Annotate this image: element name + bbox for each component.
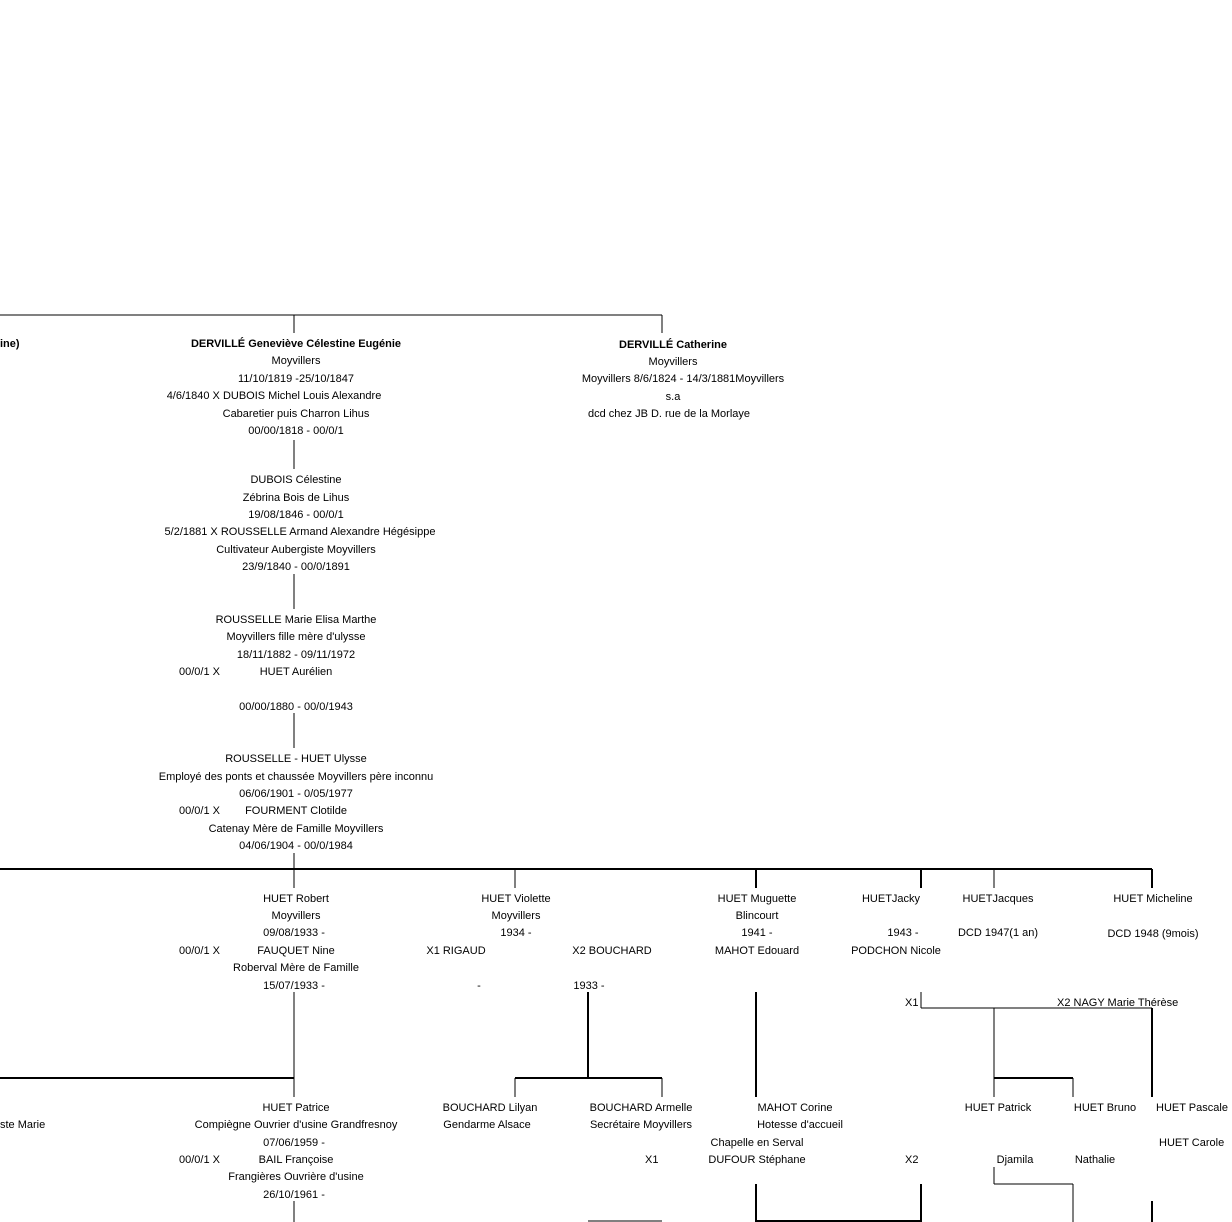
second-marriage: X2 NAGY Marie Thérèse bbox=[1057, 997, 1179, 1009]
spouse-name: DUFOUR Stéphane bbox=[708, 1154, 806, 1166]
person-name: HUET Pascale bbox=[1156, 1102, 1228, 1114]
person-note: DCD 1948 (9mois) bbox=[1107, 928, 1199, 940]
person-job: Secrétaire Moyvillers bbox=[589, 1119, 693, 1131]
first-marriage: X1 RIGAUD bbox=[426, 945, 486, 957]
spouse-job: Roberval Mère de Famille bbox=[233, 962, 359, 974]
person-dates: Moyvillers 8/6/1824 - 14/3/1881Moyviller… bbox=[581, 373, 785, 385]
person-name: HUET Patrice bbox=[262, 1102, 330, 1114]
spouse-job: Frangières Ouvrière d'usine bbox=[228, 1171, 364, 1183]
spouse-name: Djamila bbox=[996, 1154, 1034, 1166]
person-name: ROUSSELLE Marie Elisa Marthe bbox=[215, 614, 377, 626]
person-name: DERVILLÉ Catherine bbox=[619, 339, 727, 351]
person-place: Moyvillers bbox=[271, 355, 321, 367]
person-dates: 19/08/1846 - 00/0/1 bbox=[248, 509, 344, 521]
person-dates: 18/11/1882 - 09/11/1972 bbox=[236, 649, 356, 661]
person-dates: 1934 - bbox=[500, 927, 532, 939]
person-dates: 11/10/1819 -25/10/1847 bbox=[237, 373, 355, 385]
person-name: HUET Bruno bbox=[1073, 1102, 1137, 1114]
person-job: Compiègne Ouvrier d'usine Grandfresnoy bbox=[194, 1119, 398, 1131]
person-dates: 09/08/1933 - bbox=[263, 927, 325, 939]
first-spouse-dates: - bbox=[477, 980, 481, 992]
spouse-job: Cultivateur Aubergiste Moyvillers bbox=[216, 544, 376, 556]
person-name: BOUCHARD Lilyan bbox=[442, 1102, 538, 1114]
spouse-name: MAHOT Edouard bbox=[714, 945, 800, 957]
spouse-name: BAIL Françoise bbox=[258, 1154, 334, 1166]
person-name: DERVILLÉ Geneviève Célestine Eugénie bbox=[190, 338, 402, 350]
person-name: HUET Violette bbox=[481, 893, 551, 905]
person-name: ROUSSELLE - HUET Ulysse bbox=[225, 753, 367, 765]
spouse-name: FAUQUET Nine bbox=[257, 945, 335, 957]
person-name: HUET Patrick bbox=[964, 1102, 1032, 1114]
spouse-dates: 04/06/1904 - 00/0/1984 bbox=[239, 840, 353, 852]
person-name: MAHOT Corine bbox=[757, 1102, 833, 1114]
person-place: Moyvillers bbox=[648, 356, 698, 368]
person-place: Chapelle en Serval bbox=[710, 1137, 804, 1149]
marriage-line: 4/6/1840 X DUBOIS Michel Louis Alexandre bbox=[166, 390, 382, 402]
person-name: HUET Robert bbox=[263, 893, 329, 905]
person-note: dcd chez JB D. rue de la Morlaye bbox=[587, 408, 751, 420]
person-place: Moyvillers fille mère d'ulysse bbox=[226, 631, 366, 643]
second-marriage: X2 BOUCHARD bbox=[572, 945, 652, 957]
person-job: Employé des ponts et chaussée Moyvillers… bbox=[158, 771, 434, 783]
person-name: HUET Micheline bbox=[1113, 893, 1193, 905]
spouse-name: FOURMENT Clotilde bbox=[245, 805, 347, 817]
marriage-date: 00/0/1 X bbox=[179, 1154, 220, 1166]
spouse-job: Catenay Mère de Famille Moyvillers bbox=[208, 823, 384, 835]
spouse-name: HUET Aurélien bbox=[259, 666, 333, 678]
person-name: HUETJacky bbox=[861, 893, 921, 905]
person-dates: 06/06/1901 - 0/05/1977 bbox=[239, 788, 353, 800]
person-dates: 1941 - bbox=[741, 927, 773, 939]
spouse-job: Cabaretier puis Charron Lihus bbox=[222, 408, 370, 420]
marriage-date: 00/0/1 X bbox=[179, 666, 220, 678]
person-dates: 1943 - bbox=[887, 927, 919, 939]
person-place: Moyvillers bbox=[271, 910, 321, 922]
person-name: BOUCHARD Armelle bbox=[589, 1102, 693, 1114]
person-name: HUETJacques bbox=[962, 893, 1034, 905]
spouse-name: Nathalie bbox=[1074, 1154, 1116, 1166]
marriage-line: 5/2/1881 X ROUSSELLE Armand Alexandre Hé… bbox=[164, 526, 436, 538]
second-spouse-dates: 1933 - bbox=[573, 980, 605, 992]
person-name: DUBOIS Célestine bbox=[250, 474, 342, 486]
person-dates: 07/06/1959 - bbox=[263, 1137, 325, 1149]
spouse-dates: 26/10/1961 - bbox=[263, 1189, 325, 1201]
first-marriage: X1 bbox=[905, 997, 919, 1009]
person-place: Zébrina Bois de Lihus bbox=[242, 492, 350, 504]
person-job: Hotesse d'accueil bbox=[757, 1119, 843, 1131]
person-name: HUET Muguette bbox=[717, 893, 797, 905]
person-name: HUET Carole bbox=[1159, 1137, 1225, 1149]
person-place: Blincourt bbox=[735, 910, 779, 922]
person-name: ine) bbox=[0, 338, 20, 350]
spouse-dates: 23/9/1840 - 00/0/1891 bbox=[242, 561, 350, 573]
person-name: ste Marie bbox=[0, 1119, 46, 1131]
spouse-name: PODCHON Nicole bbox=[851, 945, 941, 957]
person-job: Gendarme Alsace bbox=[443, 1119, 531, 1131]
marriage-date: 00/0/1 X bbox=[179, 805, 220, 817]
marriage-marker: X2 bbox=[905, 1154, 919, 1166]
marriage-date: 00/0/1 X bbox=[179, 945, 220, 957]
person-note: DCD 1947(1 an) bbox=[957, 927, 1039, 939]
spouse-dates: 00/00/1818 - 00/0/1 bbox=[248, 425, 344, 437]
spouse-dates: 00/00/1880 - 00/0/1943 bbox=[239, 701, 353, 713]
spouse-dates: 15/07/1933 - bbox=[263, 980, 325, 992]
marriage-marker: X1 bbox=[645, 1154, 659, 1166]
person-note: s.a bbox=[665, 391, 681, 403]
person-place: Moyvillers bbox=[491, 910, 541, 922]
